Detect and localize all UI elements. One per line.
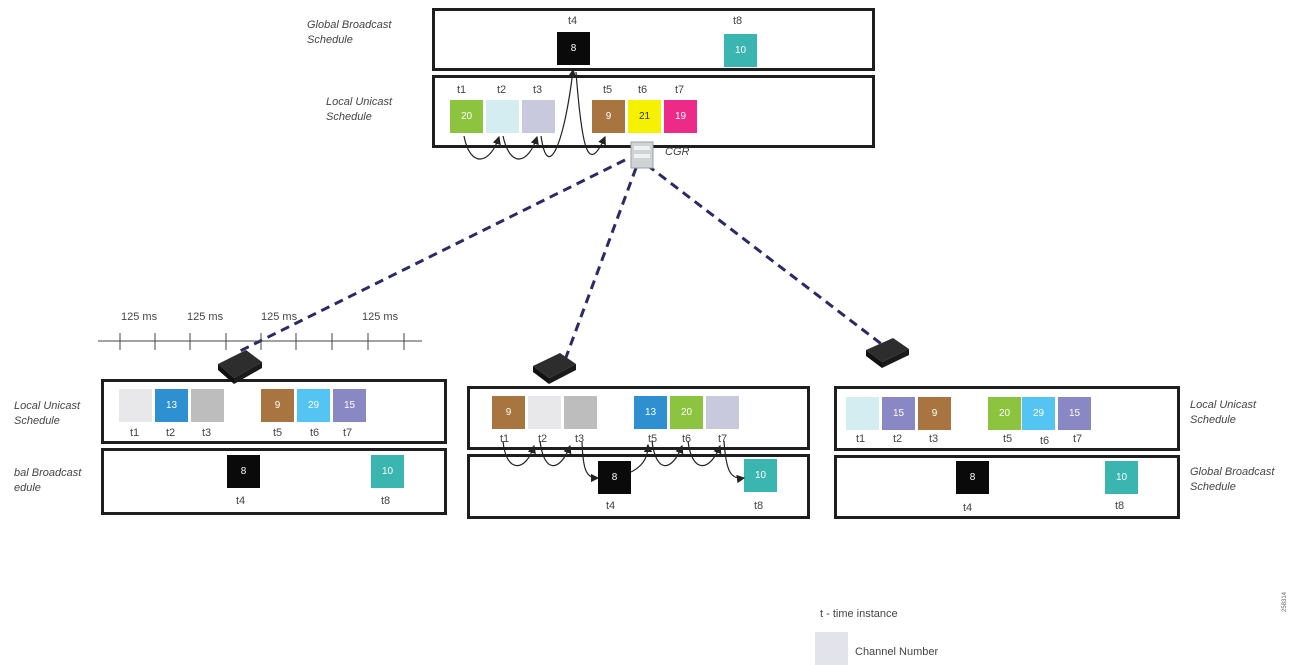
top-hop-arrows — [463, 68, 606, 160]
link-middle — [563, 167, 638, 361]
cgr-router-icon — [630, 141, 654, 169]
right-time-label: t6 — [1040, 435, 1050, 447]
left-time-label: t6 — [310, 427, 320, 439]
right-time-label: t3 — [929, 433, 939, 445]
left-channel-cell: 9 — [261, 389, 294, 422]
left-t8-label: t8 — [381, 495, 391, 507]
top-broadcast-box — [432, 8, 875, 71]
middle-time-label: t2 — [538, 433, 548, 445]
top-time-label: t6 — [638, 84, 648, 96]
left-node-device-icon — [218, 350, 262, 384]
middle-channel-cell — [528, 396, 561, 429]
left-channel-cell: 13 — [155, 389, 188, 422]
left-channel-cell — [191, 389, 224, 422]
left-t4-label: t4 — [236, 495, 246, 507]
left-t4-channel: 8 — [227, 455, 260, 488]
cgr-label: CGR — [665, 146, 690, 158]
left-time-label: t7 — [343, 427, 353, 439]
left-time-label: t3 — [202, 427, 212, 439]
middle-time-label: t7 — [718, 433, 728, 445]
top-time-label: t7 — [675, 84, 685, 96]
right-time-label: t1 — [856, 433, 866, 445]
timeline-label: 125 ms — [121, 311, 158, 323]
right-channel-cell: 20 — [988, 397, 1021, 430]
top-channel-cell: 9 — [592, 100, 625, 133]
right-channel-cell: 9 — [918, 397, 951, 430]
right-node-device-icon — [866, 338, 909, 368]
left-time-label: t2 — [166, 427, 176, 439]
right-time-label: t2 — [893, 433, 903, 445]
top-channel-cell: 21 — [628, 100, 661, 133]
middle-time-label: t1 — [500, 433, 510, 445]
right-t4-channel: 8 — [956, 461, 989, 494]
top-channel-cell: 20 — [450, 100, 483, 133]
timeline — [98, 333, 422, 350]
top-channel-cell — [522, 100, 555, 133]
right-channel-cell: 15 — [882, 397, 915, 430]
right-channel-cell — [846, 397, 879, 430]
right-channel-cell: 29 — [1022, 397, 1055, 430]
right-t8-label: t8 — [1115, 500, 1125, 512]
left-channel-cell — [119, 389, 152, 422]
top-channel-cell: 19 — [664, 100, 697, 133]
middle-t8-channel: 10 — [744, 459, 777, 492]
left-time-label: t1 — [130, 427, 140, 439]
middle-hop-arrows — [502, 440, 746, 484]
top-t4-channel: 8 — [557, 32, 590, 65]
legend-channel-swatch — [815, 632, 848, 665]
middle-channel-cell: 13 — [634, 396, 667, 429]
middle-channel-cell — [706, 396, 739, 429]
middle-t8-label: t8 — [754, 500, 764, 512]
middle-time-label: t6 — [682, 433, 692, 445]
right-t8-channel: 10 — [1105, 461, 1138, 494]
left-t8-channel: 10 — [371, 455, 404, 488]
left-time-label: t5 — [273, 427, 283, 439]
middle-time-label: t3 — [575, 433, 585, 445]
left-channel-cell: 15 — [333, 389, 366, 422]
right-time-label: t5 — [1003, 433, 1013, 445]
right-channel-cell: 15 — [1058, 397, 1091, 430]
timeline-label: 125 ms — [261, 311, 298, 323]
top-time-label: t5 — [603, 84, 613, 96]
legend-time-instance: t - time instance — [820, 608, 898, 620]
middle-t4-label: t4 — [606, 500, 616, 512]
middle-channel-cell: 9 — [492, 396, 525, 429]
timeline-label: 125 ms — [362, 311, 399, 323]
right-time-label: t7 — [1073, 433, 1083, 445]
top-t8-channel: 10 — [724, 34, 757, 67]
left-channel-cell: 29 — [297, 389, 330, 422]
top-channel-cell — [486, 100, 519, 133]
right-t4-label: t4 — [963, 502, 973, 514]
middle-t4-channel: 8 — [598, 461, 631, 494]
link-right — [646, 163, 885, 348]
top-t4-label: t4 — [568, 15, 578, 27]
legend-channel-number: Channel Number — [855, 646, 939, 658]
top-time-label: t2 — [497, 84, 507, 96]
top-t8-label: t8 — [733, 15, 743, 27]
timeline-label: 125 ms — [187, 311, 224, 323]
top-time-label: t3 — [533, 84, 543, 96]
middle-node-device-icon — [533, 353, 576, 384]
middle-channel-cell: 20 — [670, 396, 703, 429]
top-time-label: t1 — [457, 84, 467, 96]
middle-channel-cell — [564, 396, 597, 429]
link-left — [237, 158, 626, 354]
middle-time-label: t5 — [648, 433, 658, 445]
